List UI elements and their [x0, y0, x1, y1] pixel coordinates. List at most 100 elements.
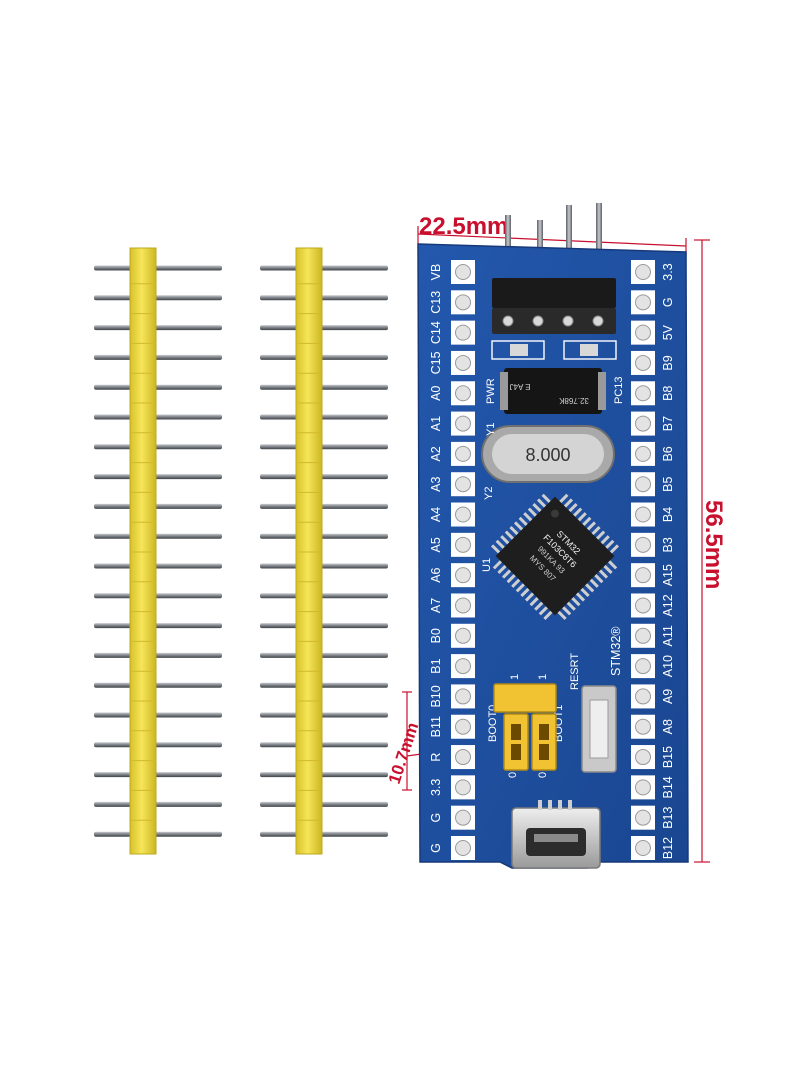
header-pin — [260, 712, 388, 718]
right-pin-label-7: B5 — [661, 477, 675, 492]
left-pin-label-2: C14 — [429, 321, 443, 344]
header-pin — [94, 295, 222, 301]
right-pin-label-12: A11 — [661, 625, 675, 646]
header-pin — [94, 563, 222, 569]
silk-reset: RESRT — [569, 653, 581, 690]
crystal-frequency-label: 8.000 — [525, 445, 570, 465]
right-pin-label-11: A12 — [661, 594, 675, 616]
silk-jumper-one-a: 1 — [509, 674, 521, 680]
silk-pc13: PC13 — [613, 376, 625, 404]
silk-jumper-one-b: 1 — [537, 674, 549, 680]
right-pin-label-4: B8 — [661, 386, 675, 401]
header-pin — [94, 593, 222, 599]
header-pin — [94, 265, 222, 271]
left-pin-label-1: C13 — [429, 291, 443, 314]
right-pin-label-18: B13 — [661, 807, 675, 829]
right-pin-label-16: B15 — [661, 746, 675, 768]
left-pin-label-7: A3 — [429, 477, 443, 492]
right-pin-label-0: 3.3 — [661, 263, 675, 280]
right-pin-label-1: G — [661, 297, 675, 307]
left-pin-label-0: VB — [429, 264, 443, 281]
left-pin-label-6: A2 — [429, 446, 443, 461]
header-housing — [295, 247, 323, 855]
header-pin — [260, 652, 388, 658]
width-dimension-label: 22.5mm — [419, 213, 508, 240]
left-pin-label-17: 3.3 — [429, 779, 443, 796]
right-pin-label-3: B9 — [661, 355, 675, 370]
header-pin — [260, 295, 388, 301]
left-pin-label-16: R — [429, 753, 443, 762]
header-pin — [94, 474, 222, 480]
boot-jumpers — [493, 683, 557, 771]
left-pin-label-9: A5 — [429, 537, 443, 552]
main-crystal: 8.000 — [481, 425, 615, 483]
reset-button — [581, 685, 617, 773]
left-pin-label-11: A7 — [429, 598, 443, 613]
left-pin-label-8: A4 — [429, 507, 443, 522]
header-pin — [260, 831, 388, 837]
right-pin-label-15: A8 — [661, 719, 675, 734]
header-pin — [94, 742, 222, 748]
header-pin — [94, 503, 222, 509]
right-pin-label-17: B14 — [661, 776, 675, 798]
header-pin — [260, 742, 388, 748]
header-pin — [94, 354, 222, 360]
header-pin — [260, 623, 388, 629]
header-pin — [94, 682, 222, 688]
left-pin-label-5: A1 — [429, 416, 443, 431]
right-pin-label-13: A10 — [661, 655, 675, 677]
left-pin-label-4: A0 — [429, 386, 443, 401]
silk-u1: U1 — [481, 558, 493, 572]
header-pin — [94, 414, 222, 420]
header-pin — [260, 682, 388, 688]
right-pin-label-8: B4 — [661, 507, 675, 522]
rtc-crystal-line-2: E A4J — [510, 382, 531, 391]
header-pin — [260, 444, 388, 450]
right-pin-label-5: B7 — [661, 416, 675, 431]
header-pin — [260, 414, 388, 420]
header-pin — [260, 354, 388, 360]
right-pin-label-9: B3 — [661, 537, 675, 552]
left-pin-label-3: C15 — [429, 351, 443, 374]
silk-boot0: BOOT0 — [487, 705, 499, 742]
left-pin-label-10: A6 — [429, 567, 443, 582]
header-pin — [94, 623, 222, 629]
left-pin-label-18: G — [429, 813, 443, 823]
micro-usb-connector — [511, 800, 601, 869]
height-dimension-label: 56.5mm — [700, 500, 727, 589]
left-pin-label-13: B1 — [429, 658, 443, 673]
header-pin — [94, 652, 222, 658]
rtc-crystal-line-1: 32.768K — [558, 396, 588, 405]
silk-jumper-zero-a: 0 — [507, 772, 519, 778]
silk-y2: Y2 — [483, 487, 495, 500]
height-dimension — [694, 239, 710, 863]
silk-y1: Y1 — [485, 423, 497, 436]
pc13-led — [563, 340, 617, 360]
header-pin — [260, 593, 388, 599]
left-pin-label-15: B11 — [429, 716, 443, 737]
header-pin — [260, 772, 388, 778]
pin-header-strip-1 — [94, 247, 222, 855]
right-pin-label-14: A9 — [661, 689, 675, 704]
header-pin — [94, 533, 222, 539]
header-pin — [94, 772, 222, 778]
header-pin — [260, 503, 388, 509]
swd-header-housing — [492, 278, 616, 308]
header-pin — [260, 325, 388, 331]
header-pin — [94, 712, 222, 718]
right-pin-label-19: B12 — [661, 837, 675, 859]
silk-jumper-zero-b: 0 — [537, 772, 549, 778]
header-pin — [260, 533, 388, 539]
silk-stm32: STM32® — [609, 626, 623, 676]
right-pin-label-6: B6 — [661, 446, 675, 461]
header-pin — [260, 265, 388, 271]
stm32-board: E A4J 32.768K 8.000 STM32 F103C8T6 991KA… — [417, 243, 689, 869]
left-pin-label-12: B0 — [429, 628, 443, 643]
rtc-crystal: E A4J 32.768K — [500, 368, 606, 414]
header-pin — [94, 384, 222, 390]
jumper-dimension-label: 10.7mm — [385, 720, 423, 786]
header-pin — [94, 444, 222, 450]
header-pin — [94, 325, 222, 331]
header-housing — [129, 247, 157, 855]
